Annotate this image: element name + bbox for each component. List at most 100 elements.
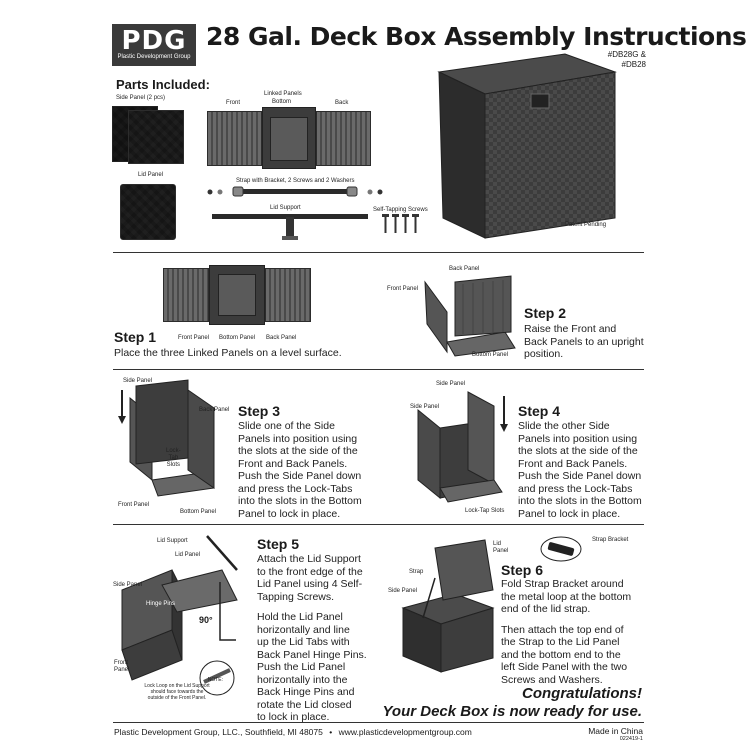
screws-label: Self-Tapping Screws <box>373 207 428 213</box>
deck-box-hero-image <box>437 53 617 239</box>
step3-heading: Step 3 <box>238 403 281 419</box>
divider-2 <box>113 369 644 370</box>
step4-slots-label: Lock-Tap Slots <box>465 508 505 514</box>
step6-line: and the bottom end to the <box>501 648 621 661</box>
step2-text: Raise the Front and Back Panels to an up… <box>524 323 644 361</box>
pdg-logo: PDG Plastic Development Group <box>112 24 196 66</box>
parts-heading: Parts Included: <box>116 77 210 92</box>
patent-label: Patent Pending <box>565 222 607 228</box>
step5-note-line: Lock Loop on the Lid Support <box>144 683 210 689</box>
step3-line: Slide one of the Side <box>238 420 335 432</box>
step6-line: the Strap to the Lid Panel <box>501 636 620 648</box>
step5-line: Back Hinge Pins and <box>257 686 355 698</box>
step2-line: position. <box>524 348 564 360</box>
step3-line: and press the Lock-Tabs <box>238 482 353 495</box>
step1-front-label: Front Panel <box>178 335 210 341</box>
step6-line: left Side Panel with the two <box>501 661 628 673</box>
side-panel-label: Side Panel (2 pcs) <box>116 95 166 101</box>
step4-heading: Step 4 <box>518 403 561 419</box>
step3-line: Front and Back Panels. <box>238 457 348 470</box>
footer-code: 022419-1 <box>619 736 643 742</box>
step5-line: Tapping Screws. <box>257 590 335 603</box>
step4-line: into the slots in the Bottom <box>518 495 642 507</box>
step1-bottom-inset <box>218 274 256 316</box>
footer-bullet: • <box>329 727 333 737</box>
step1-back-label: Back Panel <box>266 335 297 341</box>
step3-line: Push the Side Panel down <box>238 470 362 482</box>
step3-text: Slide one of the Side Panels into positi… <box>238 420 362 520</box>
step5-lid-label: Lid Panel <box>175 552 201 558</box>
congrats-line-1: Congratulations! <box>522 685 642 702</box>
step4-line: Panel to lock in place. <box>518 507 621 520</box>
model-numbers: #DB28G & #DB28 <box>596 50 646 70</box>
step6-text: Fold Strap Bracket around the metal loop… <box>501 578 631 686</box>
step5-line: Attach the Lid Support <box>257 553 361 565</box>
locktab-line: Slots <box>166 462 180 468</box>
step3-image <box>118 379 215 497</box>
congrats-line-2: Your Deck Box is now ready for use. <box>382 703 642 720</box>
step6-line: the metal loop at the bottom <box>501 590 632 603</box>
step5-line: Push the Lid Panel <box>257 661 346 673</box>
step5-side-label: Side Panel <box>113 582 143 588</box>
step4-line: Front and Back Panels. <box>518 457 628 470</box>
step2-back-label: Back Panel <box>449 266 480 272</box>
step3-front-label: Front Panel <box>118 502 150 508</box>
step5-text: Attach the Lid Support to the front edge… <box>257 553 367 724</box>
step2-heading: Step 2 <box>524 305 567 321</box>
step5-support-label: Lid Support <box>157 538 188 544</box>
footer-url[interactable]: www.plasticdevelopmentgroup.com <box>338 727 472 737</box>
step3-side-label: Side Panel <box>123 378 153 384</box>
step2-image <box>424 275 516 357</box>
footer-city: Southfield, MI 48075 <box>244 727 323 737</box>
step4-side-top-label: Side Panel <box>436 381 466 387</box>
step4-line: Panels into position using <box>518 432 638 445</box>
logo-company: Plastic Development Group <box>117 54 191 60</box>
step5-angle-label: 90° <box>199 615 213 625</box>
step4-line: Slide the other Side <box>518 420 610 432</box>
step3-line: into the slots in the Bottom <box>238 495 362 507</box>
linked-panels-label: Linked Panels <box>264 91 302 97</box>
step4-line: and press the Lock-Tabs <box>518 482 633 495</box>
front-panel-image <box>207 111 262 166</box>
step5-heading: Step 5 <box>257 536 300 552</box>
step5-line: rotate the Lid closed <box>257 698 352 711</box>
step3-line: Panels into position using <box>238 432 358 445</box>
step3-line: the slots at the side of the <box>238 445 358 457</box>
footer-contact: Plastic Development Group, LLC., Southfi… <box>114 727 472 737</box>
model-number-2: #DB28 <box>621 60 646 69</box>
step6-heading: Step 6 <box>501 562 544 578</box>
step5-front-line: Front <box>114 660 129 666</box>
step6-side-label: Side Panel <box>388 588 418 594</box>
step6-lid-label: Lid Panel <box>493 541 508 555</box>
step3-bottom-label: Bottom Panel <box>180 509 217 515</box>
step6-strap-label: Strap <box>409 569 424 575</box>
step5-line: to the front edge of the <box>257 565 363 578</box>
model-number-1: #DB28G & <box>607 50 646 59</box>
locktab-line: Lock- <box>166 448 181 454</box>
step3-locktab-label: Lock- Tab Slots <box>166 448 181 469</box>
step6-line: end of the lid strap. <box>501 603 591 615</box>
strap-image <box>207 186 383 197</box>
footer-company: Plastic Development Group, LLC., <box>114 727 243 737</box>
lid-panel-label: Lid Panel <box>138 172 164 178</box>
step6-spacer <box>501 616 631 624</box>
step4-line: Push the Side Panel down <box>518 470 642 482</box>
page-title: 28 Gal. Deck Box Assembly Instructions <box>206 22 747 51</box>
lid-support-image <box>212 214 368 240</box>
bottom-label: Bottom <box>272 99 292 105</box>
step5-note: NOTE: Lock Loop on the Lid Support shoul… <box>117 677 237 701</box>
step6-image <box>401 539 495 673</box>
step3-back-label: Back Panel <box>199 407 230 413</box>
step5-note-line: should face towards the <box>150 689 204 695</box>
step5-image <box>121 535 238 696</box>
lid-panel-image <box>120 184 176 240</box>
strap-label: Strap with Bracket, 2 Screws and 2 Washe… <box>236 178 355 184</box>
step5-note-line: NOTE: <box>207 677 223 683</box>
step5-line: up the Lid Tabs with <box>257 636 350 648</box>
step6-line: Screws and Washers. <box>501 673 603 686</box>
step6-lid-line: Lid <box>493 541 502 547</box>
step2-line: Back Panels to an upright <box>524 335 644 348</box>
screws-image <box>382 214 419 233</box>
step5-hinge-label: Hinge Pins <box>146 601 176 607</box>
step4-side-left-label: Side Panel <box>410 404 440 410</box>
